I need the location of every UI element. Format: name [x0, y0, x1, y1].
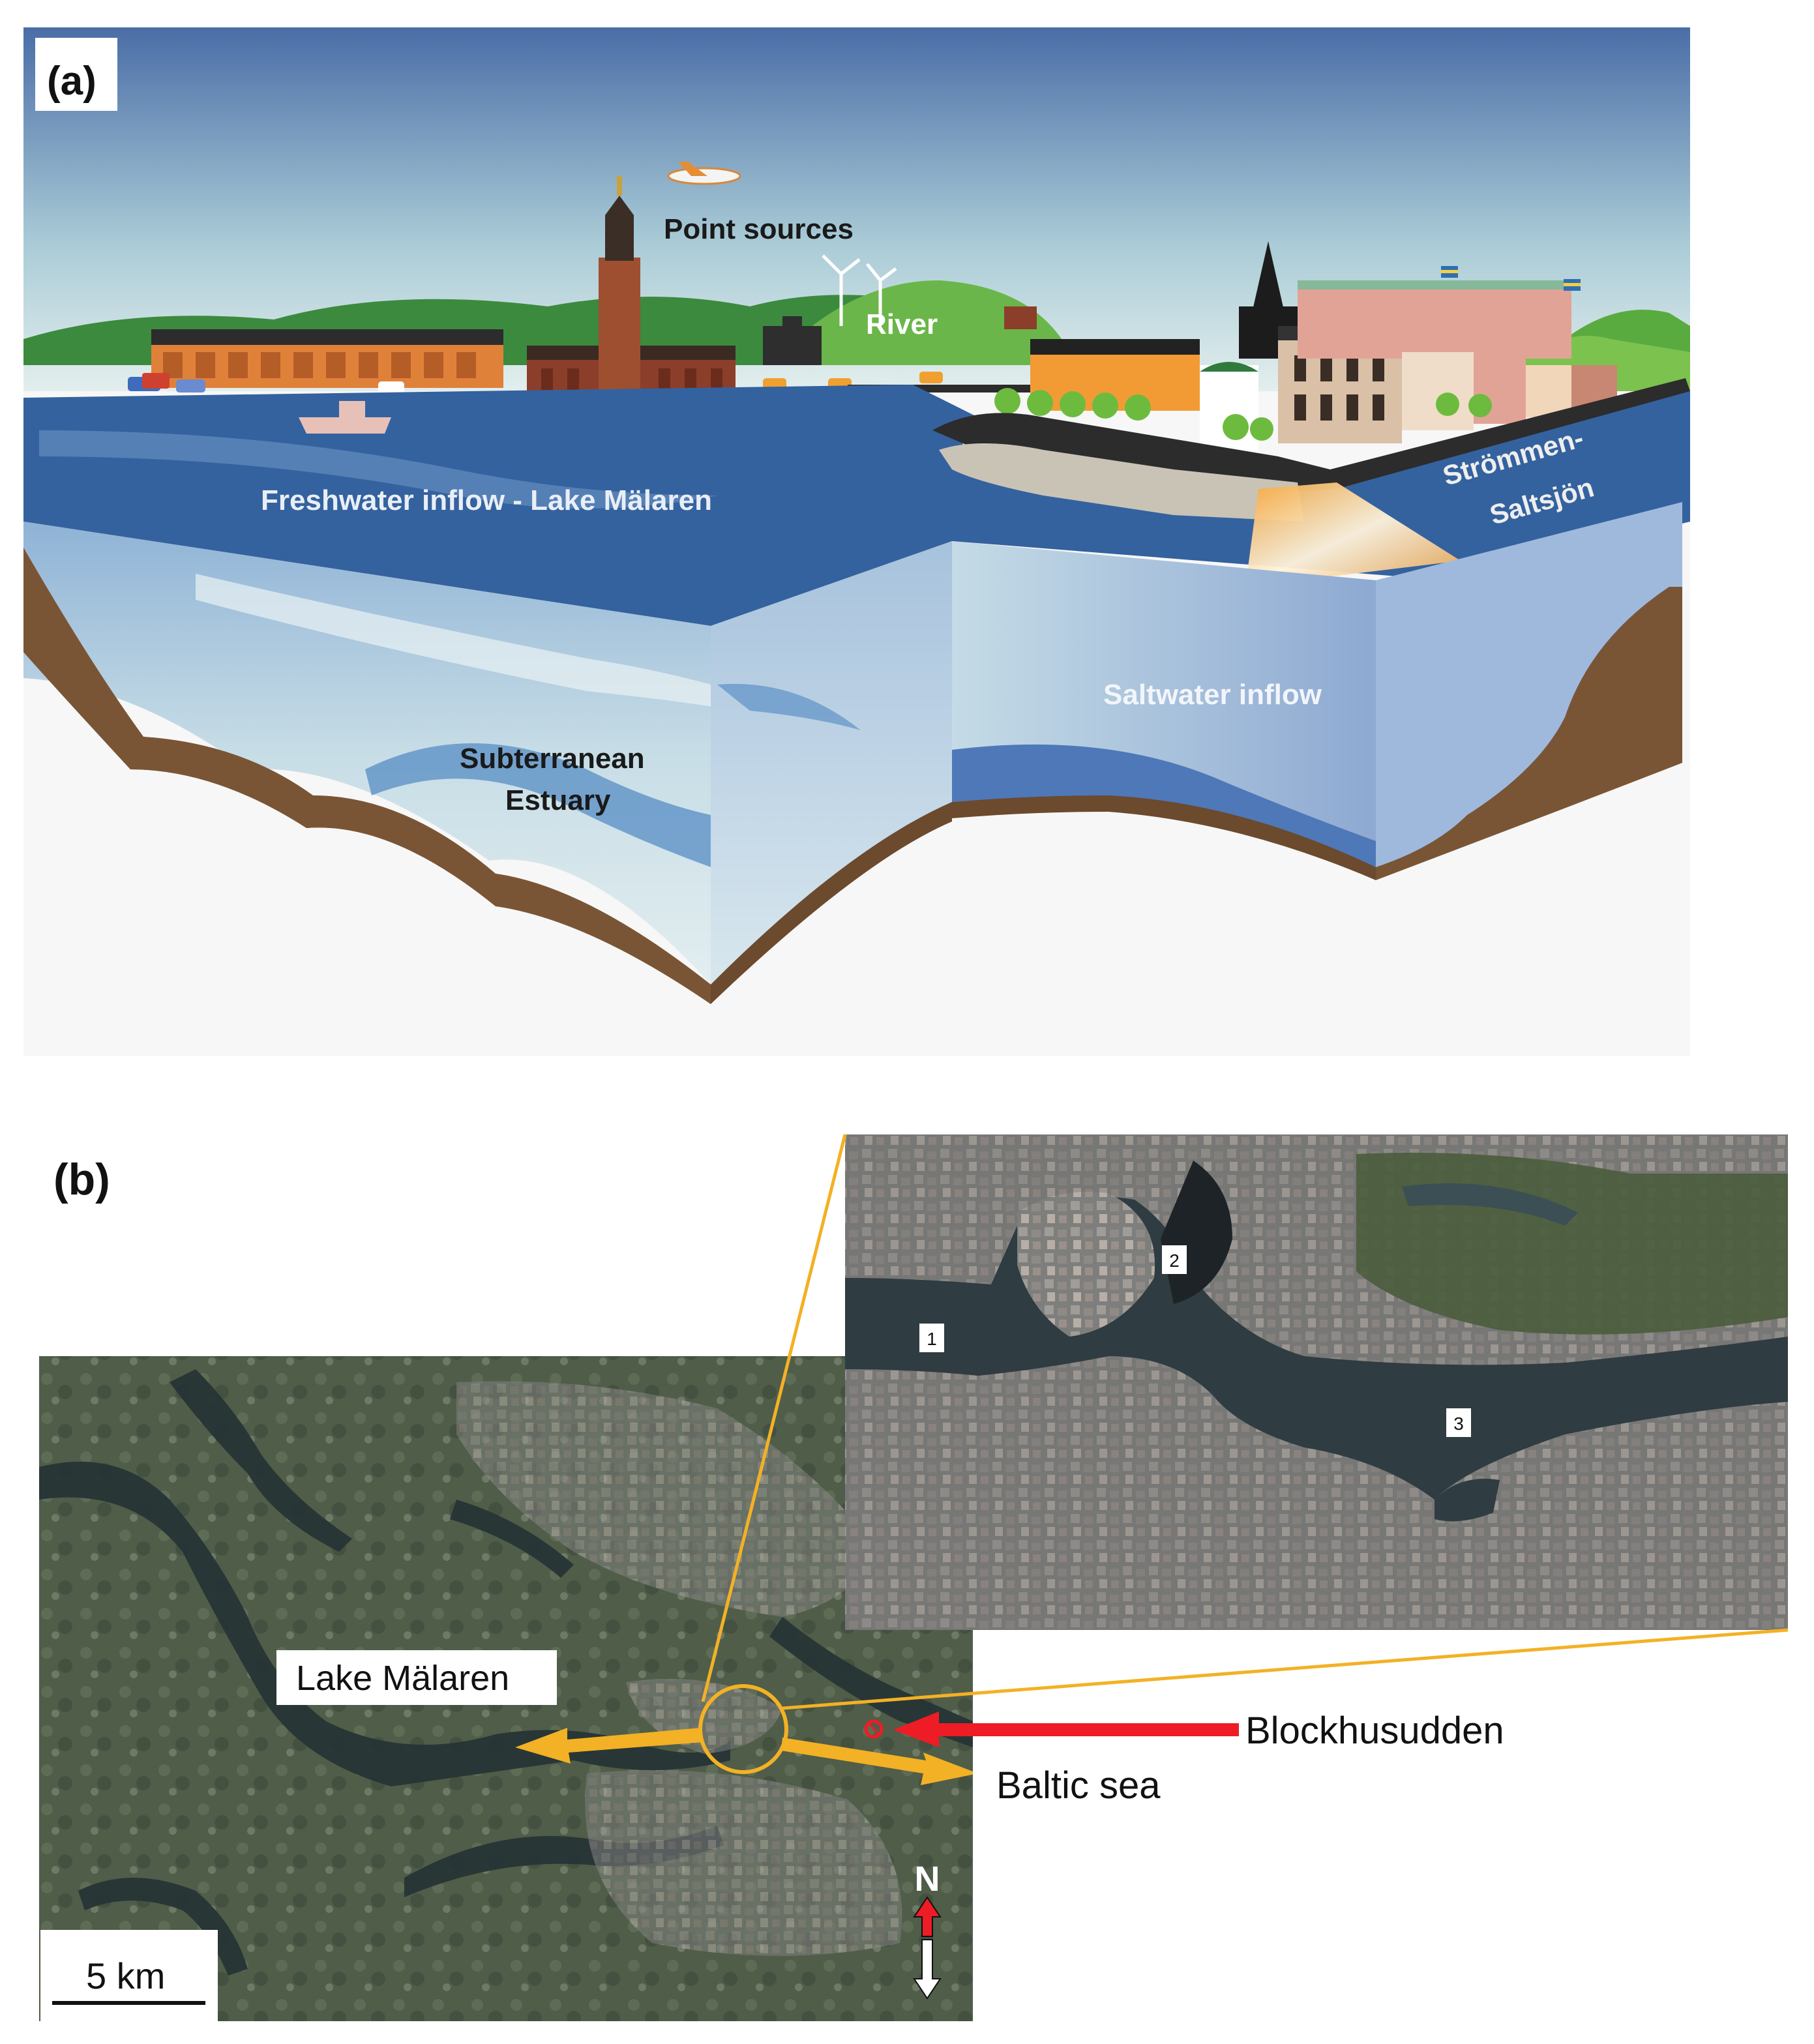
north-arrow-icon: N	[913, 1859, 942, 2000]
inset-marker-1	[919, 1324, 944, 1352]
light-ray	[1245, 482, 1461, 587]
subterranean-label-2: Estuary	[505, 784, 611, 816]
sediment-right	[1376, 587, 1682, 880]
river-label: River	[866, 308, 938, 340]
wind-turbine-icon	[822, 254, 897, 326]
inset-marker-3-label: 3	[1453, 1414, 1464, 1434]
subterranean-label-1: Subterranean	[460, 743, 645, 775]
zoom-lines	[701, 1134, 1789, 1710]
boat	[299, 401, 391, 434]
lake-label-box	[276, 1650, 557, 1705]
point-sources-label: Point sources	[664, 213, 854, 245]
inset-marker-2	[1162, 1245, 1187, 1274]
saltwater-label: Saltwater inflow	[1103, 679, 1322, 711]
lake-label: Lake Mälaren	[296, 1659, 509, 1698]
inset-marker-1-label: 1	[927, 1329, 937, 1349]
church-spire	[1252, 241, 1285, 313]
blockhusudden-marker	[864, 1719, 884, 1739]
freshwater-label: Freshwater inflow - Lake Mälaren	[261, 484, 712, 516]
urban-areas	[456, 1381, 902, 1956]
north-label: N	[915, 1859, 940, 1899]
flow-arrows	[515, 1728, 978, 1785]
baltic-label-box	[973, 1760, 1201, 1813]
inset-marker-3	[1446, 1408, 1471, 1437]
factory-silhouette	[763, 316, 822, 365]
blockhusudden-label: Blockhusudden	[1245, 1710, 1504, 1752]
city-hall	[527, 176, 736, 401]
panel-b-map: 1 2 3 Lake Mälaren Blockhusudden Baltic …	[39, 1134, 1789, 2021]
panel-a-diagram: (a) Point sources River Freshwater inflo…	[23, 27, 1690, 1004]
water-channels	[39, 1369, 973, 1976]
blockhusudden-arrow	[893, 1711, 1239, 1747]
panel-b-label-text: (b)	[53, 1155, 110, 1204]
block-face-left	[23, 522, 711, 985]
inset-map: 1 2 3	[845, 1134, 1788, 1630]
trees	[994, 388, 1492, 441]
scale-bar-box	[40, 1930, 218, 2021]
subterranean-flow	[365, 743, 711, 867]
airplane-icon	[667, 162, 741, 185]
freshwater-swirl	[39, 430, 717, 509]
scale-label: 5 km	[86, 1955, 165, 1996]
baltic-label: Baltic sea	[996, 1764, 1161, 1807]
hill-river	[769, 280, 1076, 365]
house-on-hill	[1004, 306, 1037, 329]
inset-marker-2-label: 2	[1169, 1251, 1180, 1271]
block-face-middle	[711, 541, 952, 985]
old-town-buildings	[1030, 241, 1617, 456]
panel-a-label: (a)	[47, 59, 97, 104]
